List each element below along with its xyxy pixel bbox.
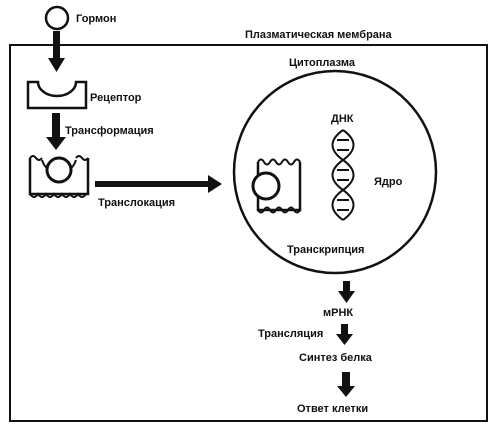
arrow-hormone-to-receptor	[48, 31, 65, 72]
arrow-to-mrna	[338, 281, 355, 303]
receptor-shape	[26, 80, 88, 110]
translocation-label: Транслокация	[98, 197, 175, 209]
translation-label: Трансляция	[258, 328, 323, 340]
hormone-receptor-complex	[28, 155, 90, 198]
dna-label: ДНК	[331, 113, 354, 125]
arrow-translation	[336, 324, 353, 345]
dna-helix	[331, 129, 355, 221]
arrow-transformation	[46, 113, 66, 150]
plasma-membrane-label: Плазматическая мембрана	[245, 29, 393, 41]
hormone-label: Гормон	[76, 13, 116, 25]
receptor-label: Рецептор	[90, 92, 142, 104]
cytoplasm-label: Цитоплазма	[289, 57, 356, 69]
nucleus-circle	[232, 69, 438, 275]
protein-synthesis-label: Синтез белка	[299, 352, 373, 364]
mrna-label: мРНК	[323, 307, 353, 319]
plasma-membrane-box	[9, 44, 488, 422]
hormone-circle	[44, 5, 70, 31]
cell-response-label: Ответ клетки	[297, 403, 368, 415]
nuclear-receptor-complex	[251, 158, 302, 214]
transformation-label: Трансформация	[65, 125, 154, 137]
transcription-label: Транскрипция	[287, 244, 364, 256]
arrow-translocation	[95, 175, 222, 193]
arrow-to-cell-response	[337, 372, 355, 397]
nucleus-label: Ядро	[374, 176, 403, 188]
